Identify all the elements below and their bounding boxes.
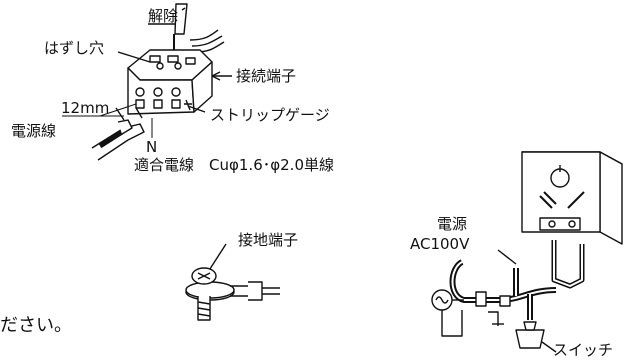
switch-body xyxy=(515,329,545,349)
leader-hole xyxy=(117,51,151,63)
label-ground-terminal: 接地端子 xyxy=(238,231,299,249)
label-compatible-wire: 適合電線 Cuφ1.6･φ2.0単線 xyxy=(134,156,334,174)
label-strip-length: 12mm xyxy=(61,99,110,117)
label-cutoff-text: ださい。 xyxy=(0,315,72,336)
release-hole xyxy=(156,62,164,70)
wiring-illustration xyxy=(431,249,557,353)
label-voltage: AC100V xyxy=(410,235,470,253)
label-n-mark: N xyxy=(146,138,158,156)
label-release: 解除 xyxy=(148,7,179,25)
label-power-wire: 電源線 xyxy=(11,122,57,140)
strip-gauge-mark xyxy=(184,99,192,111)
label-connection-terminal: 接続端子 xyxy=(236,67,297,85)
switch-leader xyxy=(541,341,557,353)
label-power-source: 電源 xyxy=(437,215,468,233)
outlet-illustration xyxy=(521,151,623,289)
ground-leader xyxy=(207,243,227,273)
terminal-block-illustration xyxy=(62,3,232,161)
power-wire xyxy=(91,123,145,161)
leader-gauge xyxy=(187,105,206,113)
label-switch: スイッチ xyxy=(553,341,614,359)
label-strip-gauge: ストリップゲージ xyxy=(210,106,330,124)
power-leader xyxy=(497,249,517,265)
ground-screw-illustration xyxy=(185,243,280,321)
main-wire xyxy=(449,259,557,303)
label-release-hole: はずし穴 xyxy=(44,39,105,57)
